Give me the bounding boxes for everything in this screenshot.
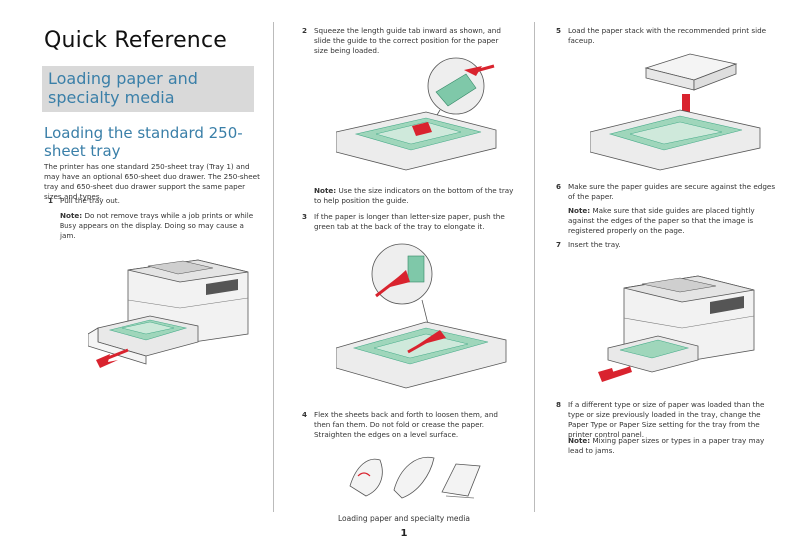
insert-tray-illustration <box>598 275 755 382</box>
intro-paragraph: The printer has one standard 250-sheet t… <box>44 162 260 201</box>
step-8-note: Note: Mixing paper sizes or types in a p… <box>568 436 776 456</box>
step-text: Make sure the paper guides are secure ag… <box>568 182 776 201</box>
step-text: Squeeze the length guide tab inward as s… <box>314 26 501 55</box>
section-banner: Loading paper and specialty media <box>42 66 254 112</box>
column-divider-1 <box>273 22 274 512</box>
step-text: Flex the sheets back and forth to loosen… <box>314 410 498 439</box>
step-number: 1 <box>48 196 54 205</box>
step-text: If a different type or size of paper was… <box>568 400 765 439</box>
note-text: Make sure that side guides are placed ti… <box>568 206 755 235</box>
note-label: Note: <box>314 186 337 195</box>
note-text: Do not remove trays while a job prints o… <box>84 211 254 220</box>
step-text: If the paper is longer than letter-size … <box>314 212 505 231</box>
section-banner-text: Loading paper and specialty media <box>48 69 198 107</box>
step-6-note: Note: Make sure that side guides are pla… <box>568 206 776 236</box>
step-number: 8 <box>556 400 562 409</box>
elongate-tray-illustration <box>336 243 507 389</box>
step-text: Load the paper stack with the recommende… <box>568 26 767 45</box>
column-divider-2 <box>534 22 535 512</box>
page-footer: Loading paper and specialty media <box>338 514 470 523</box>
step-number: 6 <box>556 182 562 191</box>
step-number: 2 <box>302 26 308 35</box>
page-title: Quick Reference <box>44 28 227 53</box>
step-2-note: Note: Use the size indicators on the bot… <box>314 186 514 206</box>
note-text-2: appears on the display. Doing so may cau… <box>60 221 244 240</box>
step-1-note: Note: Do not remove trays while a job pr… <box>60 211 260 241</box>
step-number: 7 <box>556 240 562 249</box>
step-text: Pull the tray out. <box>60 196 120 205</box>
flex-paper-illustration <box>349 456 481 499</box>
note-code: Busy <box>60 222 77 230</box>
step-text: Insert the tray. <box>568 240 621 249</box>
length-guide-illustration <box>336 57 497 171</box>
note-label: Note: <box>568 436 591 445</box>
load-paper-stack-illustration <box>590 53 761 171</box>
note-label: Note: <box>60 211 83 220</box>
printer-tray-out-illustration <box>88 259 249 368</box>
subsection-title: Loading the standard 250-sheet tray <box>44 124 243 160</box>
note-text: Mixing paper sizes or types in a paper t… <box>568 436 765 455</box>
note-text: Use the size indicators on the bottom of… <box>314 186 514 205</box>
step-number: 5 <box>556 26 562 35</box>
note-label: Note: <box>568 206 591 215</box>
page-number: 1 <box>400 528 408 539</box>
step-number: 4 <box>302 410 308 419</box>
step-number: 3 <box>302 212 308 221</box>
